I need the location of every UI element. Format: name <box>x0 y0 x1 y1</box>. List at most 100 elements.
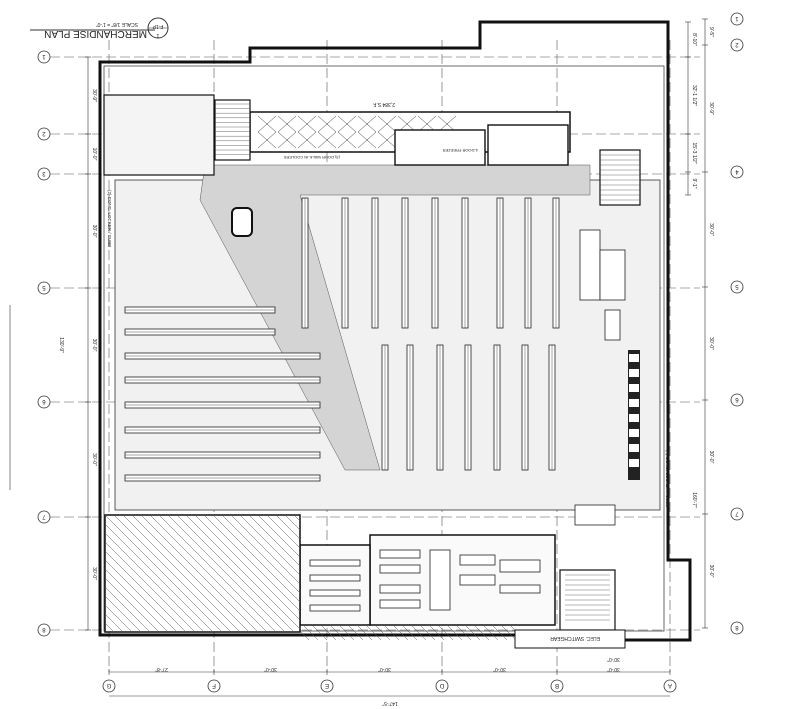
dim-right-outer-label: 30'-0" <box>708 337 714 350</box>
dim-left-outer-label: 30'-9" <box>91 89 97 102</box>
hatch-line <box>104 559 178 633</box>
hatch-line <box>104 577 160 633</box>
hatch-line <box>230 514 301 585</box>
hatch-line <box>149 514 268 633</box>
grid-label-row-right: 2 <box>735 41 739 47</box>
grid-label-column: F <box>212 682 216 688</box>
hatch-line <box>140 514 259 633</box>
storage-rack <box>257 115 277 149</box>
grid-label-column: E <box>325 682 329 688</box>
column-feature <box>231 207 253 237</box>
dim-left-outer-label: 30'-0" <box>91 453 97 466</box>
dim-left-total: 130'-9" <box>58 337 64 353</box>
grid-label-row-right: 7 <box>735 510 739 516</box>
hatch-line <box>293 514 301 522</box>
kitchen-equipment <box>379 549 421 559</box>
grid-bubble-column <box>550 679 564 693</box>
hatch-line <box>275 514 301 540</box>
display-fixture <box>604 309 621 341</box>
grid-label-row-right: 5 <box>735 283 739 289</box>
hatch-line <box>320 624 337 641</box>
hatch-line <box>428 624 445 641</box>
hatch-boundary <box>104 514 301 633</box>
grid-bubble-row-left <box>37 510 51 524</box>
checkout-station <box>629 444 639 452</box>
hatch-line <box>203 514 301 612</box>
kitchen-equipment <box>429 549 451 611</box>
grid-label-row-right: 4 <box>735 168 739 174</box>
hatch-line <box>284 514 301 531</box>
hatch-line <box>194 514 301 621</box>
kitchen-equipment <box>499 584 541 594</box>
hatch-line <box>338 624 355 641</box>
hatched-area <box>104 514 516 641</box>
dim-right-inner-label: 15'-3 1/2" <box>691 142 697 163</box>
storage-rack <box>357 115 377 149</box>
kitchen-equipment <box>309 559 361 567</box>
dim-bottom-total: 147'-5" <box>382 700 398 706</box>
hatch-line <box>383 624 400 641</box>
storage-rack <box>377 115 397 149</box>
storage-rack <box>317 115 337 149</box>
title-block: F-1P 1 MERCHANDISE PLAN SCALE 1/8" = 1'-… <box>30 17 169 39</box>
kitchen-equipment <box>379 584 421 594</box>
grid-bubble-column <box>320 679 334 693</box>
office-area <box>103 94 215 176</box>
grid-bubble-row-left <box>37 127 51 141</box>
hatch-line <box>374 624 391 641</box>
display-fixture <box>574 504 616 526</box>
checkout-station <box>629 414 639 422</box>
storage-rack <box>337 115 357 149</box>
dim-bottom-label: 30'-0" <box>493 666 506 672</box>
stair-right <box>599 149 641 206</box>
grid-label-column: G <box>106 682 111 688</box>
storage-rack <box>277 115 297 149</box>
dim-right-outer-label: 30'-9" <box>708 102 714 115</box>
grid-bubble-row-left <box>37 281 51 295</box>
checkout-station <box>629 399 639 407</box>
grid-bubble-column <box>102 679 116 693</box>
hatch-line <box>509 624 516 631</box>
prep-room <box>299 544 371 626</box>
hatch-line <box>410 624 427 641</box>
label-switchgear: ELEC. SWITCHGEAR <box>550 635 600 641</box>
hatch-line <box>104 622 115 633</box>
label-freezer: 4-DOOR FREEZER <box>443 148 478 153</box>
grid-bubble-row-right <box>730 38 744 52</box>
hatch-line <box>473 624 490 641</box>
kitchen-equipment <box>459 574 496 586</box>
hatch-line <box>239 514 301 576</box>
grid-bubble-row-right <box>730 507 744 521</box>
hatch-line <box>104 514 223 633</box>
grid-bubble-row-right <box>730 621 744 635</box>
drawing-scale: SCALE 1/8" = 1'-0" <box>96 21 138 27</box>
hatch-line <box>446 624 463 641</box>
grid-label-row-left: 5 <box>42 284 46 290</box>
hatch-line <box>104 595 142 633</box>
grid-bubble-row-left <box>37 167 51 181</box>
hatch-line <box>131 514 250 633</box>
label-coolers: (3) DOOR WALK-IN COOLERS <box>283 155 340 160</box>
grid-bubble-row-left <box>37 623 51 637</box>
hatch-line <box>104 550 187 633</box>
hatch-line <box>158 514 277 633</box>
hatch-line <box>266 514 301 549</box>
grid-bubble-row-left <box>37 395 51 409</box>
hatch-line <box>464 624 481 641</box>
dimension-lines: 27'-8"30'-0"30'-0"30'-0"30'-0"30'-0"147'… <box>9 18 714 706</box>
hatch-line <box>419 624 436 641</box>
hatch-line <box>329 624 346 641</box>
hatch-line <box>104 586 151 633</box>
interior-wall-line <box>103 65 665 632</box>
hatch-line <box>302 624 319 641</box>
dim-left-outer-label: 30'-0" <box>91 225 97 238</box>
dim-bottom-label: 30'-0" <box>607 656 620 662</box>
grid-label-row-right: 6 <box>735 396 739 402</box>
detail-number: 1 <box>156 32 159 38</box>
grid-bubble-row-right <box>730 280 744 294</box>
room-labels: ELEC. SWITCHGEAR 2,384 S.F. (3) DOOR WAL… <box>107 101 670 641</box>
hatch-line <box>104 532 205 633</box>
storage-rack <box>397 115 417 149</box>
checkout-station <box>629 429 639 437</box>
